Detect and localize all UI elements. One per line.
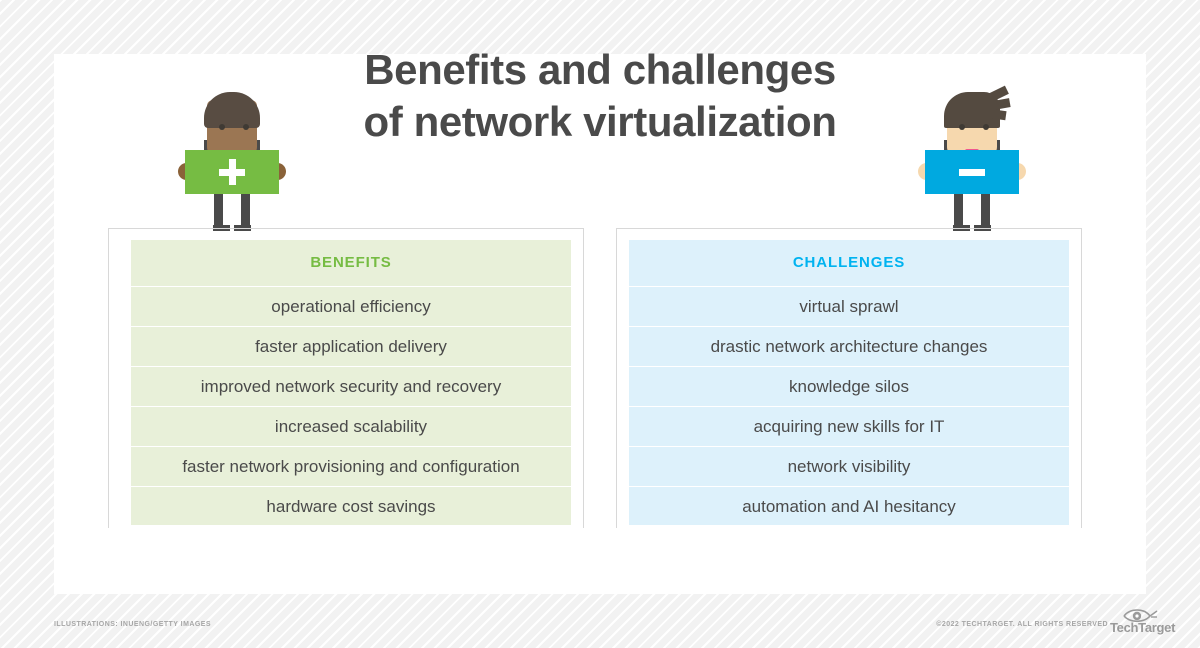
- leg-left: [214, 170, 223, 225]
- challenges-panel-outline: [616, 228, 1082, 528]
- benefits-item-6: hardware cost savings: [131, 486, 571, 525]
- eye-right: [243, 124, 249, 130]
- challenges-item-6: automation and AI hesitancy: [629, 486, 1069, 525]
- challenges-item-1: virtual sprawl: [629, 286, 1069, 326]
- page-title-line-1: Benefits and challenges: [364, 46, 836, 93]
- challenges-item-2: drastic network architecture changes: [629, 326, 1069, 366]
- benefits-item-3: improved network security and recovery: [131, 366, 571, 406]
- illustration-person-plus: [177, 88, 287, 233]
- leg-left: [954, 170, 963, 225]
- copyright-notice: ©2022 TECHTARGET. ALL RIGHTS RESERVED: [936, 621, 1108, 628]
- benefits-item-5: faster network provisioning and configur…: [131, 446, 571, 486]
- eye-right: [983, 124, 989, 130]
- challenges-item-5: network visibility: [629, 446, 1069, 486]
- hair: [204, 92, 260, 128]
- plus-sign-board: [185, 150, 279, 194]
- illustration-person-minus: [917, 85, 1027, 233]
- benefits-panel-outline: [108, 228, 584, 528]
- challenges-item-3: knowledge silos: [629, 366, 1069, 406]
- techtarget-logo: TechTarget: [1110, 604, 1175, 636]
- challenges-column: CHALLENGES virtual sprawl drastic networ…: [629, 240, 1069, 525]
- eye-icon: [1123, 609, 1158, 622]
- challenges-header: CHALLENGES: [792, 254, 906, 271]
- illustration-credit: ILLUSTRATIONS: INUENG/GETTY IMAGES: [54, 621, 211, 628]
- minus-icon-bar: [959, 168, 985, 176]
- plus-icon-bar-vertical: [228, 159, 236, 185]
- minus-sign-board: [925, 150, 1019, 194]
- challenges-item-4: acquiring new skills for IT: [629, 406, 1069, 446]
- page-title: Benefits and challenges of network virtu…: [300, 44, 900, 148]
- leg-right: [241, 170, 250, 225]
- techtarget-wordmark: TechTarget: [1110, 620, 1176, 635]
- hair-spike-3: [987, 108, 1007, 121]
- benefits-column: BENEFITS operational efficiency faster a…: [131, 240, 571, 525]
- eye-left: [959, 124, 965, 130]
- benefits-item-2: faster application delivery: [131, 326, 571, 366]
- page-title-line-2: of network virtualization: [363, 98, 837, 145]
- eye-left: [219, 124, 225, 130]
- benefits-item-1: operational efficiency: [131, 286, 571, 326]
- hair: [944, 85, 1011, 128]
- benefits-header: BENEFITS: [310, 254, 392, 271]
- benefits-item-4: increased scalability: [131, 406, 571, 446]
- leg-right: [981, 170, 990, 225]
